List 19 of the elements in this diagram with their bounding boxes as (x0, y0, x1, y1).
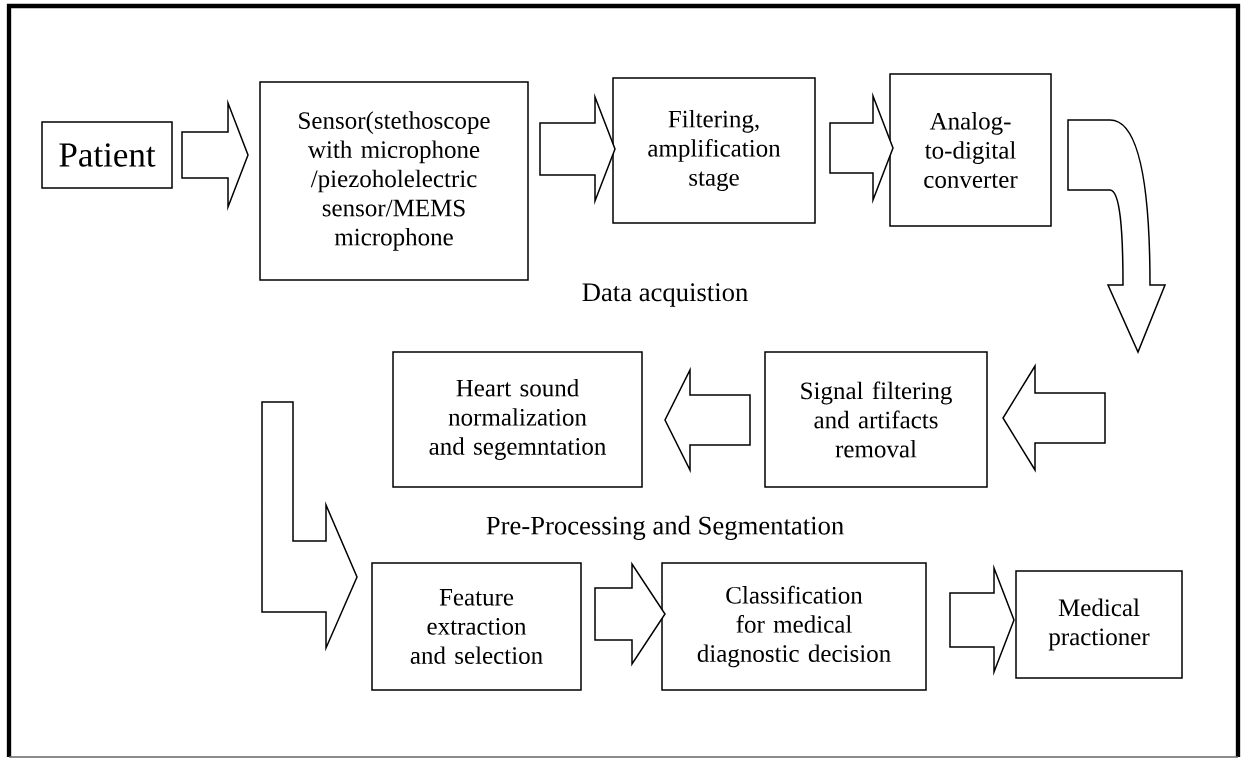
section-label: Pre-Processing and Segmentation (486, 515, 844, 541)
process-box: Medical practioner (1015, 570, 1183, 679)
process-box: Classification for medical diagnostic decision (661, 562, 927, 691)
block-arrow (181, 98, 249, 212)
block-arrow (949, 563, 1015, 677)
process-box: Sensor(stethoscope with microphone /piezoholelectric sensor/MEMS microphone (259, 81, 529, 281)
block-arrow (539, 92, 616, 206)
process-box: Analog-to-digital converter (889, 73, 1052, 227)
process-box: Feature extraction and selection (371, 562, 582, 691)
block-arrow (594, 561, 666, 667)
block-arrow (1002, 119, 1166, 473)
block-arrow (829, 91, 894, 205)
block-arrow (664, 366, 751, 474)
block-arrow (261, 401, 358, 652)
section-label: Data acquistion (582, 283, 748, 307)
process-box: Patient (41, 121, 173, 189)
process-box: Filtering, amplification stage (612, 77, 816, 224)
process-box: Heart sound normalization and segemntation (392, 351, 643, 488)
process-box: Signal filtering and artifacts removal (764, 351, 988, 488)
